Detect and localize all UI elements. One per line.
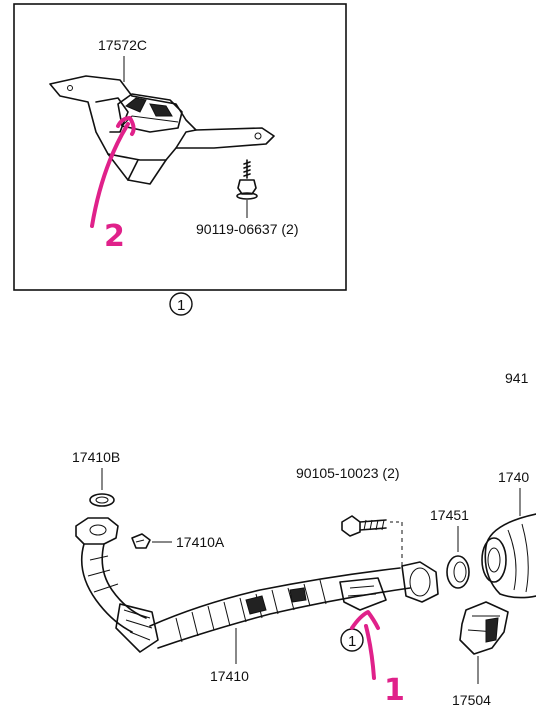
ring-drawing (446, 555, 470, 589)
clip-drawing (131, 533, 151, 549)
gasket-drawing (89, 493, 115, 507)
marker-number-1: 1 (384, 673, 405, 708)
main-bolt-drawing (341, 515, 387, 537)
label-17410a: 17410A (176, 534, 225, 550)
label-17410: 17410 (210, 668, 249, 684)
main-exploded-view: 17410B 17410A (72, 449, 536, 708)
heat-shield-drawing (459, 601, 509, 655)
exhaust-pipe-drawing (75, 517, 439, 653)
label-1740: 1740 (498, 469, 529, 485)
inset-frame (13, 3, 347, 291)
label-90105: 90105-10023 (2) (296, 465, 400, 481)
bracket-drawing (49, 75, 275, 185)
converter-drawing (481, 488, 536, 599)
label-17410b: 17410B (72, 449, 120, 465)
svg-text:1: 1 (177, 297, 185, 314)
inset-bolt-drawing (236, 159, 258, 200)
label-17572c: 17572C (98, 37, 147, 53)
marker-arrow-2 (90, 116, 136, 228)
label-17451: 17451 (430, 507, 469, 523)
inset-panel: 17572C 90119-06637 (2) 2 (13, 3, 347, 291)
callout-1: 1 (340, 628, 364, 652)
svg-text:1: 1 (348, 633, 356, 650)
marker-number-2: 2 (104, 219, 125, 254)
label-17504: 17504 (452, 692, 491, 708)
page-ref-number: 941 (505, 370, 529, 386)
marker-arrow-1 (350, 610, 380, 680)
label-90119: 90119-06637 (2) (196, 221, 298, 237)
inset-caption: 1 (169, 292, 193, 316)
